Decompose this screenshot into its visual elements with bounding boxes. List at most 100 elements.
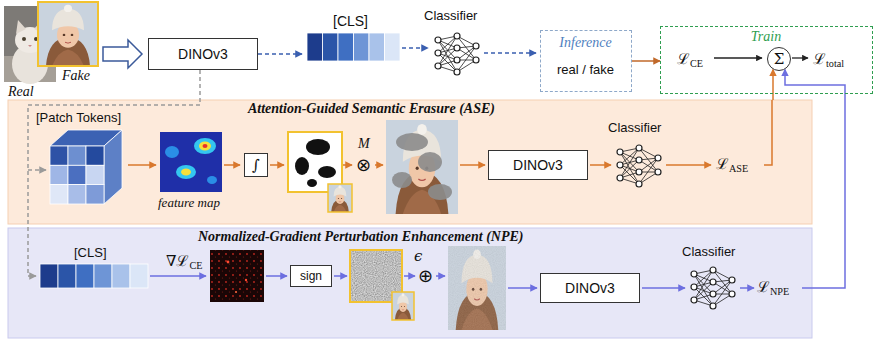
connector-arrow — [772, 69, 774, 100]
subscript-part: CE — [690, 58, 703, 69]
module-label: Classifier — [424, 8, 477, 24]
illustrations — [4, 2, 735, 330]
symbol-part: ℒ — [716, 155, 729, 173]
npe-cls-token-bar-part — [58, 264, 76, 288]
erased-face-image-part — [386, 120, 458, 214]
symbol-part: ℒ — [757, 278, 770, 296]
npe-arrows-part — [436, 275, 445, 277]
erased-face-image-part-part — [428, 184, 452, 200]
feature-map-image-part — [176, 165, 196, 179]
gradient-image-part — [245, 279, 247, 281]
gradient-image — [210, 250, 264, 302]
inset-face-image-part — [328, 184, 352, 212]
erased-face-image-part-part — [392, 172, 412, 188]
cls-token-bar-part — [369, 33, 385, 61]
band-fill — [8, 228, 812, 338]
gradient-label: ∇ℒCE — [166, 251, 203, 271]
npe-arrows-part — [404, 275, 415, 277]
node-text: DINOv3 — [178, 45, 228, 63]
connector-arrow — [785, 69, 845, 288]
patch-token-cube-part — [104, 130, 122, 204]
erased-face-image-part — [392, 133, 452, 200]
sum-circle: Σ — [767, 47, 791, 71]
classifier-icon — [435, 33, 479, 75]
inference-arrows-part — [484, 52, 536, 54]
feature-map-image-part — [203, 144, 208, 148]
ase-arrows — [128, 100, 772, 165]
node-text: ℒtotal — [813, 49, 844, 69]
subscript-part: total — [826, 58, 844, 69]
node-text: sign — [300, 269, 322, 284]
token-label: [CLS] — [74, 245, 107, 261]
npe-arrows — [150, 276, 812, 288]
node-text: Attention-Guided Semantic Erasure (ASE) — [248, 101, 495, 117]
mask-image-part — [295, 157, 309, 175]
patch-token-cube-part — [86, 165, 104, 184]
node-text: Inference — [541, 34, 630, 52]
patch-token-cube-part — [86, 185, 104, 204]
loss-label: ℒNPE — [757, 277, 789, 297]
ase-arrows-part — [343, 164, 352, 166]
ase-arrows-part — [375, 164, 383, 166]
inset-face-image-part — [328, 184, 352, 212]
npe-cls-token-bar — [40, 264, 148, 288]
classifier-icon — [691, 267, 735, 309]
cls-token-bar — [307, 33, 400, 61]
patch-token-cube-part — [50, 165, 68, 184]
gradient-image-part — [210, 250, 264, 302]
mask-image-part — [288, 132, 342, 192]
ase-arrows-part — [666, 164, 711, 166]
npe-arrows-part — [740, 287, 754, 289]
token-leader-lines-part — [28, 70, 200, 276]
ase-arrows-part — [128, 164, 156, 166]
loss-arrows — [714, 57, 808, 58]
ase-arrows-part — [764, 100, 772, 165]
inset-face-image — [328, 184, 352, 212]
encoder-box: DINOv3 — [148, 38, 258, 70]
image-caption: Real — [8, 83, 34, 100]
real-cat-image-part — [22, 37, 26, 41]
feature-map-image-part — [160, 132, 222, 192]
patch-token-cube-part — [86, 146, 104, 165]
npe-arrows-part — [334, 275, 347, 277]
mask-label: M — [358, 135, 370, 152]
token-label: [Patch Tokens] — [36, 110, 121, 126]
symbol-part: ℒ — [677, 50, 690, 68]
fake-face-image-part — [38, 2, 98, 66]
perturbed-face-image-part — [448, 246, 506, 330]
npe-cls-token-bar-part — [130, 264, 148, 288]
npe-arrows-part — [266, 275, 287, 277]
epsilon-label: ϵ — [414, 247, 422, 265]
erased-face-image-part-part — [418, 152, 442, 172]
ase-arrows-part — [460, 164, 485, 166]
node-text: Normalized-Gradient Perturbation Enhance… — [198, 229, 524, 245]
node-text: ℒCE — [677, 49, 703, 69]
mask-image-part — [318, 166, 336, 178]
patch-token-cube — [50, 130, 122, 204]
loss-label: ℒASE — [716, 154, 748, 174]
cls-token-bar-part — [385, 33, 401, 61]
classifier-icon — [617, 145, 661, 187]
operator-symbol: ⊕ — [418, 265, 433, 287]
encoder-box: DINOv3 — [540, 273, 640, 303]
inference-arrows-part — [258, 53, 302, 55]
perturbed-face-image — [448, 246, 506, 330]
ase-arrows-part — [590, 164, 611, 166]
sigmoid-box: ∫ — [244, 153, 268, 177]
subscript-part: CE — [189, 260, 202, 271]
inset-face-image — [392, 292, 414, 320]
ase-arrows-part — [270, 164, 284, 166]
erased-face-image — [386, 120, 458, 214]
cls-token-bar-part — [338, 33, 354, 61]
node-text: DINOv3 — [513, 156, 563, 174]
npe-arrows-part — [150, 275, 206, 277]
operator-symbol: ⊗ — [356, 154, 371, 176]
node-text: Σ — [774, 51, 785, 67]
mask-image-part — [307, 179, 317, 187]
fake-face-image — [38, 2, 98, 66]
node-text: real / fake — [541, 62, 630, 78]
patch-token-cube-part — [50, 146, 68, 165]
patch-token-cube-part — [50, 185, 68, 204]
token-leader-lines — [28, 70, 200, 276]
